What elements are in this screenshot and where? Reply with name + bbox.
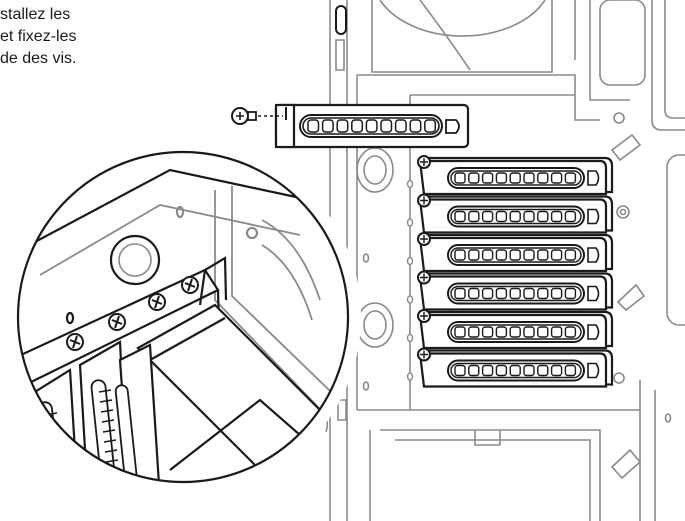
bracket-slot [495,210,508,223]
bracket-slot [523,326,535,338]
bracket-slot [564,249,577,261]
bracket-slot [481,210,494,223]
bracket-slot [564,210,577,223]
bracket-slot [537,287,549,300]
bracket-slot [336,119,349,133]
bracket-slot [481,249,494,261]
bracket-slot [424,119,437,133]
bracket-slot [321,119,334,133]
pcie-bracket-icon [406,270,614,311]
bracket-slot [495,249,508,261]
pcie-bracket-icon [406,155,614,196]
bracket-slot [537,249,549,261]
bracket-slot [468,364,480,377]
bracket-slot [351,119,364,133]
bracket-slot [468,249,480,261]
screw-icon [417,193,431,208]
bracket-slot [495,326,508,338]
bracket-slot [523,249,535,261]
pcie-bracket-icon [406,193,614,234]
bracket-slot [564,364,577,377]
bracket-slot [564,287,577,300]
bracket-slot [509,249,521,261]
bracket-slot [509,326,521,338]
bracket-slot [550,172,563,184]
bracket-slot [394,119,407,133]
screw-icon [417,309,431,323]
bracket-slot [454,287,466,300]
bracket-slot [409,119,422,133]
bracket-slot [468,287,480,300]
instruction-line-1: stallez les [0,6,71,23]
bracket-slot [454,364,466,377]
bracket-slot [454,210,466,223]
bracket-slot [454,249,466,261]
screw-icon [231,107,283,125]
bracket-slot [550,287,563,300]
bracket-slot [509,364,521,377]
screw-icon [417,155,431,169]
bracket-slot [481,364,494,377]
instruction-line-3: de des vis. [0,50,77,67]
bracket-slot [537,210,549,223]
bracket-slot [537,172,549,184]
bracket-slot [454,172,466,184]
bracket-slot [365,119,378,133]
bracket-slot [454,326,466,338]
bracket-slot [523,210,535,223]
pcie-bracket-icon [406,309,614,350]
bracket-slot [481,287,494,300]
bracket-slot [537,364,549,377]
bracket-slot [550,326,563,338]
bracket-slot [523,364,535,377]
bracket-slot [509,287,521,300]
bracket-slot [550,249,563,261]
bracket-slot [564,326,577,338]
bracket-slot [307,119,320,133]
bracket-slot [468,172,480,184]
bracket-slot [550,364,563,377]
bracket-slot [495,287,508,300]
bracket-slot [380,119,393,133]
installed-brackets [406,155,614,388]
pcie-bracket-icon [406,232,614,273]
bracket-slot [509,172,521,184]
bracket-slot [564,172,577,184]
screw-icon [417,347,431,362]
bracket-slot [481,326,494,338]
case-fan-icon [371,0,553,73]
bracket-slot [468,210,480,223]
bracket-slot [509,210,521,223]
bracket-slot [468,326,480,338]
bracket-slot [523,172,535,184]
pcie-bracket-icon [406,347,614,388]
zoom-magnifier-circle [5,139,361,495]
bracket-slot [495,172,508,184]
bracket-slot [550,210,563,223]
instruction-text: stallez les et fixez-les de des vis. [0,4,140,70]
instruction-line-2: et fixez-les [0,28,77,45]
bracket-slot [495,364,508,377]
screw-icon [417,232,431,246]
screw-icon [417,270,431,285]
bracket-slot [481,172,494,184]
bracket-slot [537,326,549,338]
new-bracket [274,103,470,149]
bracket-slot [523,287,535,300]
